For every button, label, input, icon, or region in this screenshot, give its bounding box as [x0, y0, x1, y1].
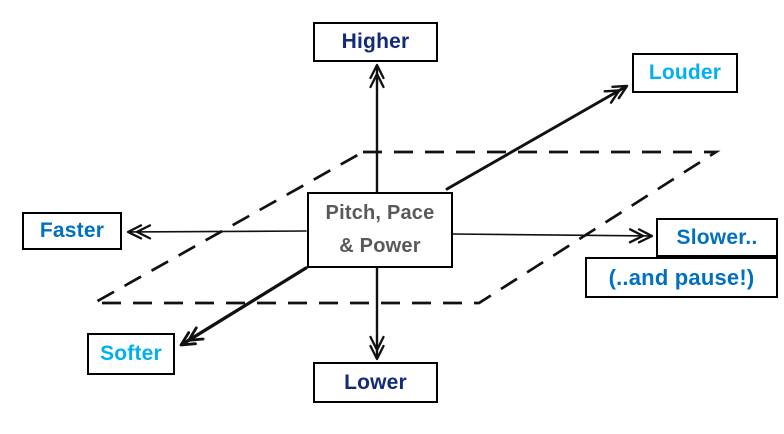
arrow-louder: [445, 84, 629, 191]
arrow-faster: [126, 224, 307, 240]
slower-label: Slower..: [676, 225, 758, 249]
louder-label: Louder: [648, 61, 722, 84]
label-box-slower: Slower..: [656, 218, 778, 257]
label-box-lower: Lower: [313, 362, 438, 403]
center-box-text: Pitch, Pace & Power: [326, 197, 435, 263]
arrow-softer: [179, 266, 308, 347]
center-line-1: Pitch, Pace: [325, 202, 435, 224]
label-box-faster: Faster: [22, 212, 122, 250]
softer-label: Softer: [100, 342, 162, 365]
label-box-and-pause: (..and pause!): [585, 257, 778, 298]
label-box-louder: Louder: [632, 53, 738, 93]
arrow-higher: [369, 63, 385, 194]
center-line-2: & Power: [339, 235, 421, 257]
lower-label: Lower: [344, 370, 407, 394]
higher-label: Higher: [341, 30, 410, 53]
label-box-higher: Higher: [313, 22, 438, 62]
arrow-lower: [369, 266, 385, 361]
and-pause-label: (..and pause!): [608, 264, 755, 290]
arrow-slower: [451, 228, 654, 244]
dashed-plane: [88, 150, 721, 305]
faster-label: Faster: [39, 219, 105, 242]
center-box-pitch-pace-power: Pitch, Pace & Power: [307, 192, 453, 268]
label-box-softer: Softer: [87, 333, 175, 375]
